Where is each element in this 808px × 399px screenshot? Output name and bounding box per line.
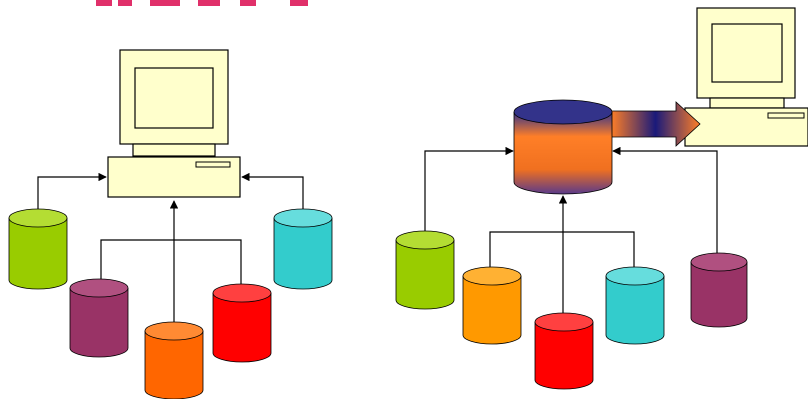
cut-off-title-fragment bbox=[96, 0, 308, 6]
database-purple-icon bbox=[69, 278, 129, 358]
database-teal-icon bbox=[273, 208, 333, 290]
connector-lines bbox=[37, 172, 304, 323]
database-green-icon bbox=[395, 230, 455, 310]
database-purple-icon bbox=[690, 252, 748, 328]
transfer-arrow-icon bbox=[610, 101, 701, 147]
database-orange-icon bbox=[462, 266, 522, 345]
computer-icon bbox=[107, 49, 241, 198]
data-warehouse-icon bbox=[513, 99, 613, 195]
connector-lines bbox=[424, 146, 718, 315]
database-red-icon bbox=[212, 283, 272, 363]
database-green-icon bbox=[8, 208, 68, 290]
database-red-icon bbox=[534, 312, 594, 390]
computer-icon bbox=[684, 7, 808, 147]
right-diagram bbox=[395, 7, 808, 390]
database-orange-icon bbox=[144, 321, 204, 399]
database-teal-icon bbox=[605, 266, 665, 345]
left-diagram bbox=[8, 49, 333, 399]
